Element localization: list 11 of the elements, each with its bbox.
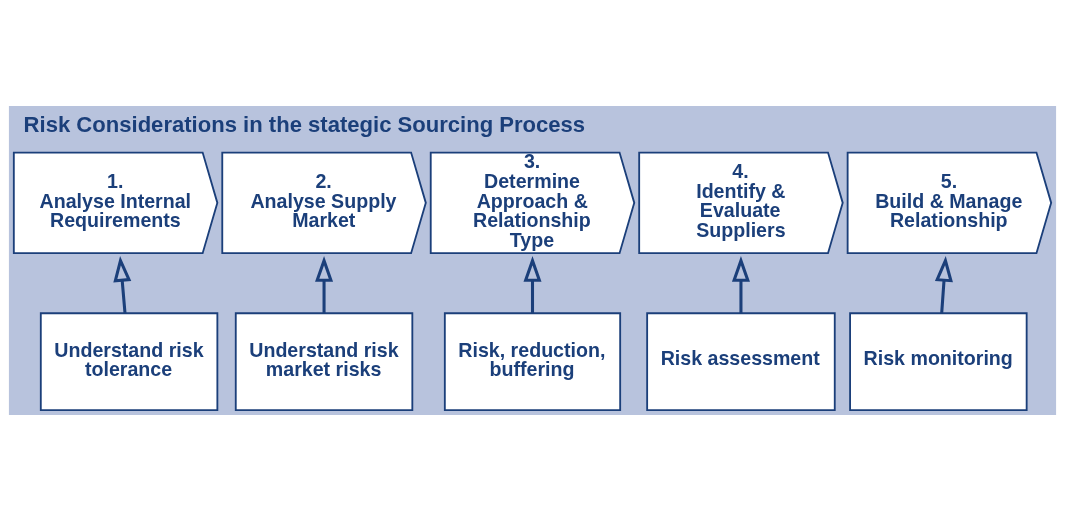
arrow [523, 255, 542, 314]
arrow [113, 256, 132, 314]
node-box: Risk assessment [646, 312, 836, 412]
arrow [731, 255, 750, 314]
node-box: Understand risk market risks [234, 312, 414, 412]
arrow [315, 255, 334, 314]
diagram-title: Risk Considerations in the stategic Sourcing Process [23, 112, 586, 138]
node-box: Risk monitoring [849, 312, 1028, 412]
arrow [934, 256, 953, 314]
node-box: Risk, reduction, buffering [443, 312, 622, 412]
node-box: Understand risk tolerance [39, 312, 219, 412]
